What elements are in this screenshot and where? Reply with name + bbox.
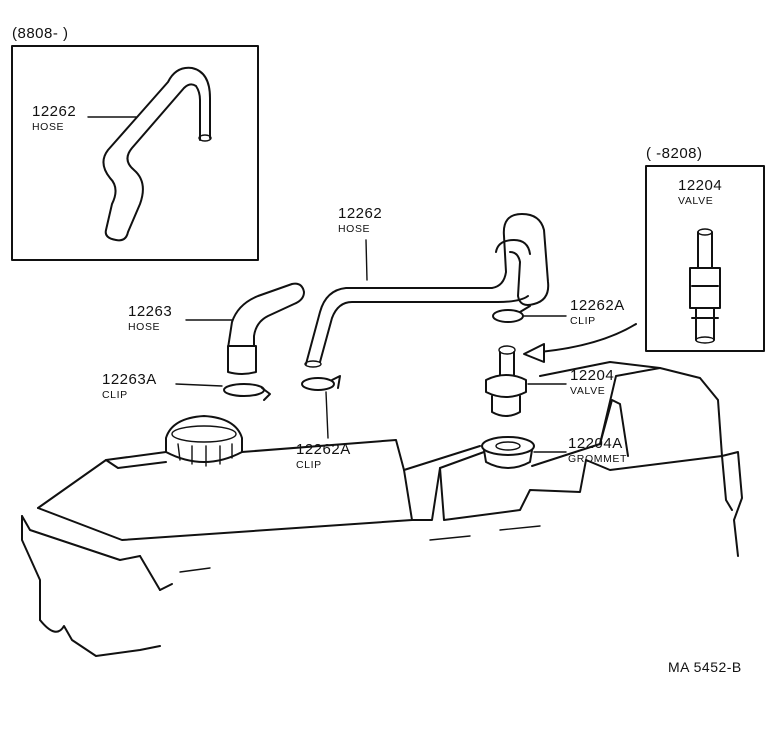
- clip-small: [175, 383, 271, 401]
- grommet-part-name: GROMMET: [568, 453, 628, 465]
- hose-small-part-name: HOSE: [128, 321, 161, 333]
- hose-small-part-number: 12263: [128, 303, 173, 320]
- inset-right-part-number: 12204: [678, 177, 723, 194]
- inset-right-part-name: VALVE: [678, 195, 714, 207]
- clip-lower-part-name: CLIP: [296, 459, 322, 471]
- hose-main-part-number: 12262: [338, 205, 383, 222]
- hose-main-part-name: HOSE: [338, 223, 371, 235]
- valve: [485, 345, 567, 417]
- inset-valve-right: [689, 228, 721, 344]
- arrow: [523, 323, 637, 363]
- inset-hose-left: [87, 66, 212, 242]
- inset-left-part-name: HOSE: [32, 121, 65, 133]
- clip-upper-part-name: CLIP: [570, 315, 596, 327]
- clip-upper: [492, 305, 567, 323]
- hose-main: [304, 213, 550, 368]
- inset-left-part-number: 12262: [32, 103, 77, 120]
- figure-code: MA 5452-B: [668, 659, 742, 675]
- valve-cover: [21, 361, 743, 657]
- leader-line: [365, 239, 368, 281]
- valve-part-number: 12204: [570, 367, 615, 384]
- clip-lower: [301, 375, 341, 439]
- valve-part-name: VALVE: [570, 385, 606, 397]
- inset-left-date-label: (8808- ): [12, 25, 69, 42]
- clip-small-part-number: 12263A: [102, 371, 157, 388]
- inset-box-right: [645, 165, 765, 352]
- leader-line: [325, 391, 329, 439]
- oil-filler-cap: [165, 415, 243, 467]
- clip-small-part-name: CLIP: [102, 389, 128, 401]
- inset-right-date-label: ( -8208): [646, 145, 703, 162]
- clip-upper-part-number: 12262A: [570, 297, 625, 314]
- grommet-part-number: 12204A: [568, 435, 623, 452]
- hose-small: [185, 282, 305, 375]
- leader-line: [175, 383, 223, 387]
- clip-lower-part-number: 12262A: [296, 441, 351, 458]
- inset-box-left: [11, 45, 259, 261]
- grommet: [481, 436, 567, 469]
